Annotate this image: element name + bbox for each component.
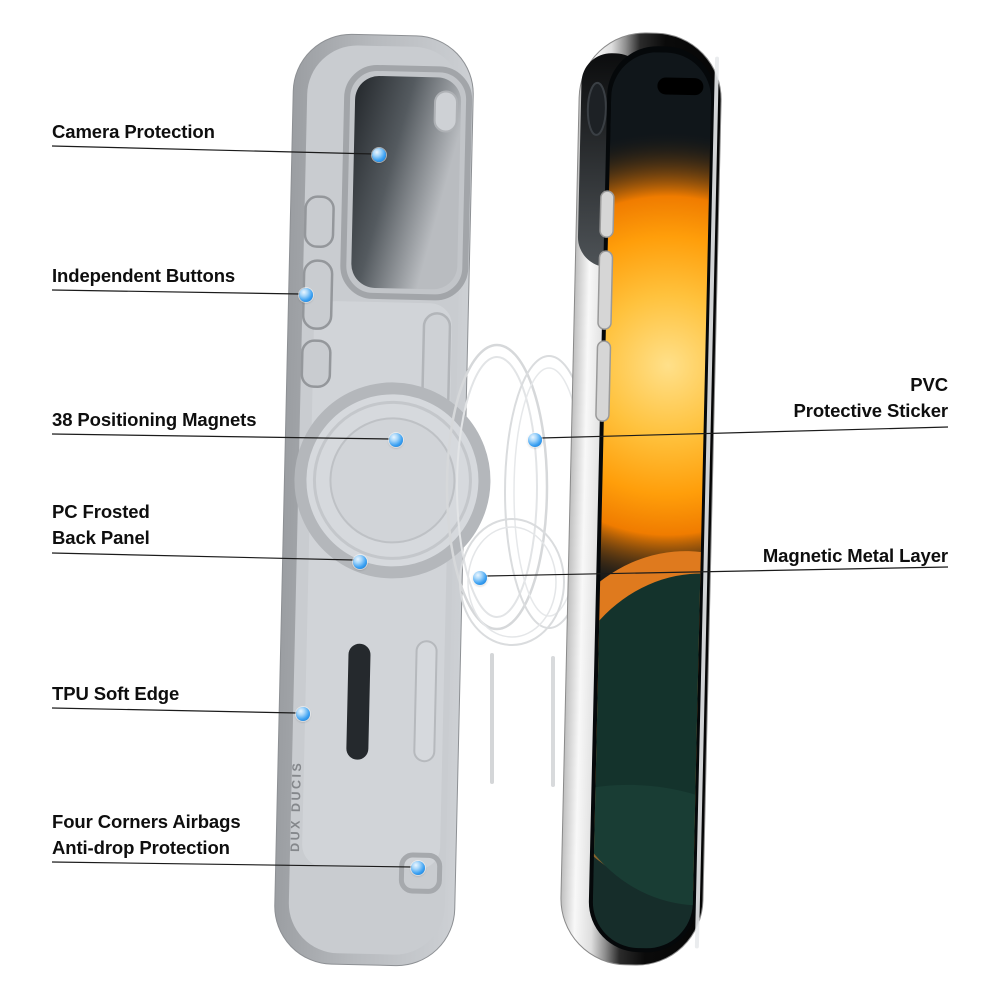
leader-positioning-magnets <box>51 433 391 440</box>
camera-lens-side <box>586 81 607 136</box>
label-independent-buttons: Independent Buttons <box>52 265 236 286</box>
label-pc-frosted-panel: PC Frosted Back Panel <box>52 499 150 551</box>
label-positioning-magnets: 38 Positioning Magnets <box>52 409 257 430</box>
phone-buttons <box>595 190 615 422</box>
label-four-corners-line2: Anti-drop Protection <box>52 837 230 858</box>
marker-magnetic-layer <box>473 571 487 585</box>
label-camera-protection: Camera Protection <box>52 121 215 142</box>
dynamic-island <box>657 77 704 96</box>
label-pvc-sticker: PVC Protective Sticker <box>793 372 948 424</box>
case-illustration: DUX DUCIS <box>274 33 491 967</box>
label-pvc-line2: Protective Sticker <box>793 400 948 421</box>
marker-tpu-soft-edge <box>296 707 310 721</box>
label-tpu-soft-edge: TPU Soft Edge <box>52 683 180 704</box>
marker-camera-protection <box>372 148 386 162</box>
bottom-pill-cutout <box>413 640 438 763</box>
camera-cutout <box>340 64 473 301</box>
lanyard-hole <box>398 852 443 894</box>
bottom-slot <box>346 643 371 760</box>
leader-independent-buttons <box>51 289 301 295</box>
case-buttons <box>300 195 335 388</box>
label-four-corners: Four Corners Airbags Anti-drop Protectio… <box>52 809 241 861</box>
phone-right-edge <box>694 56 720 949</box>
magnet-ring-layers <box>445 343 594 787</box>
brand-text: DUX DUCIS <box>288 761 304 853</box>
phone-illustration <box>560 32 722 966</box>
leader-lines <box>51 145 949 868</box>
magsafe-ring <box>294 382 491 579</box>
leader-pc-frosted-panel <box>51 552 355 561</box>
label-pc-frosted-line1: PC Frosted <box>52 501 150 522</box>
flash-cutout <box>433 90 459 133</box>
marker-independent-buttons <box>299 288 313 302</box>
marker-pvc-sticker <box>528 433 542 447</box>
marker-positioning-magnets <box>389 433 403 447</box>
label-pvc-line1: PVC <box>910 374 948 395</box>
label-four-corners-line1: Four Corners Airbags <box>52 811 241 832</box>
label-magnetic-layer: Magnetic Metal Layer <box>762 545 948 566</box>
marker-four-corners <box>411 861 425 875</box>
label-pc-frosted-line2: Back Panel <box>52 527 150 548</box>
leader-camera-protection <box>51 145 375 155</box>
leader-tpu-soft-edge <box>51 707 298 714</box>
leader-pvc-sticker <box>540 426 949 439</box>
leader-magnetic-layer <box>485 566 949 577</box>
marker-pc-frosted-panel <box>353 555 367 569</box>
leader-four-corners <box>51 861 413 868</box>
